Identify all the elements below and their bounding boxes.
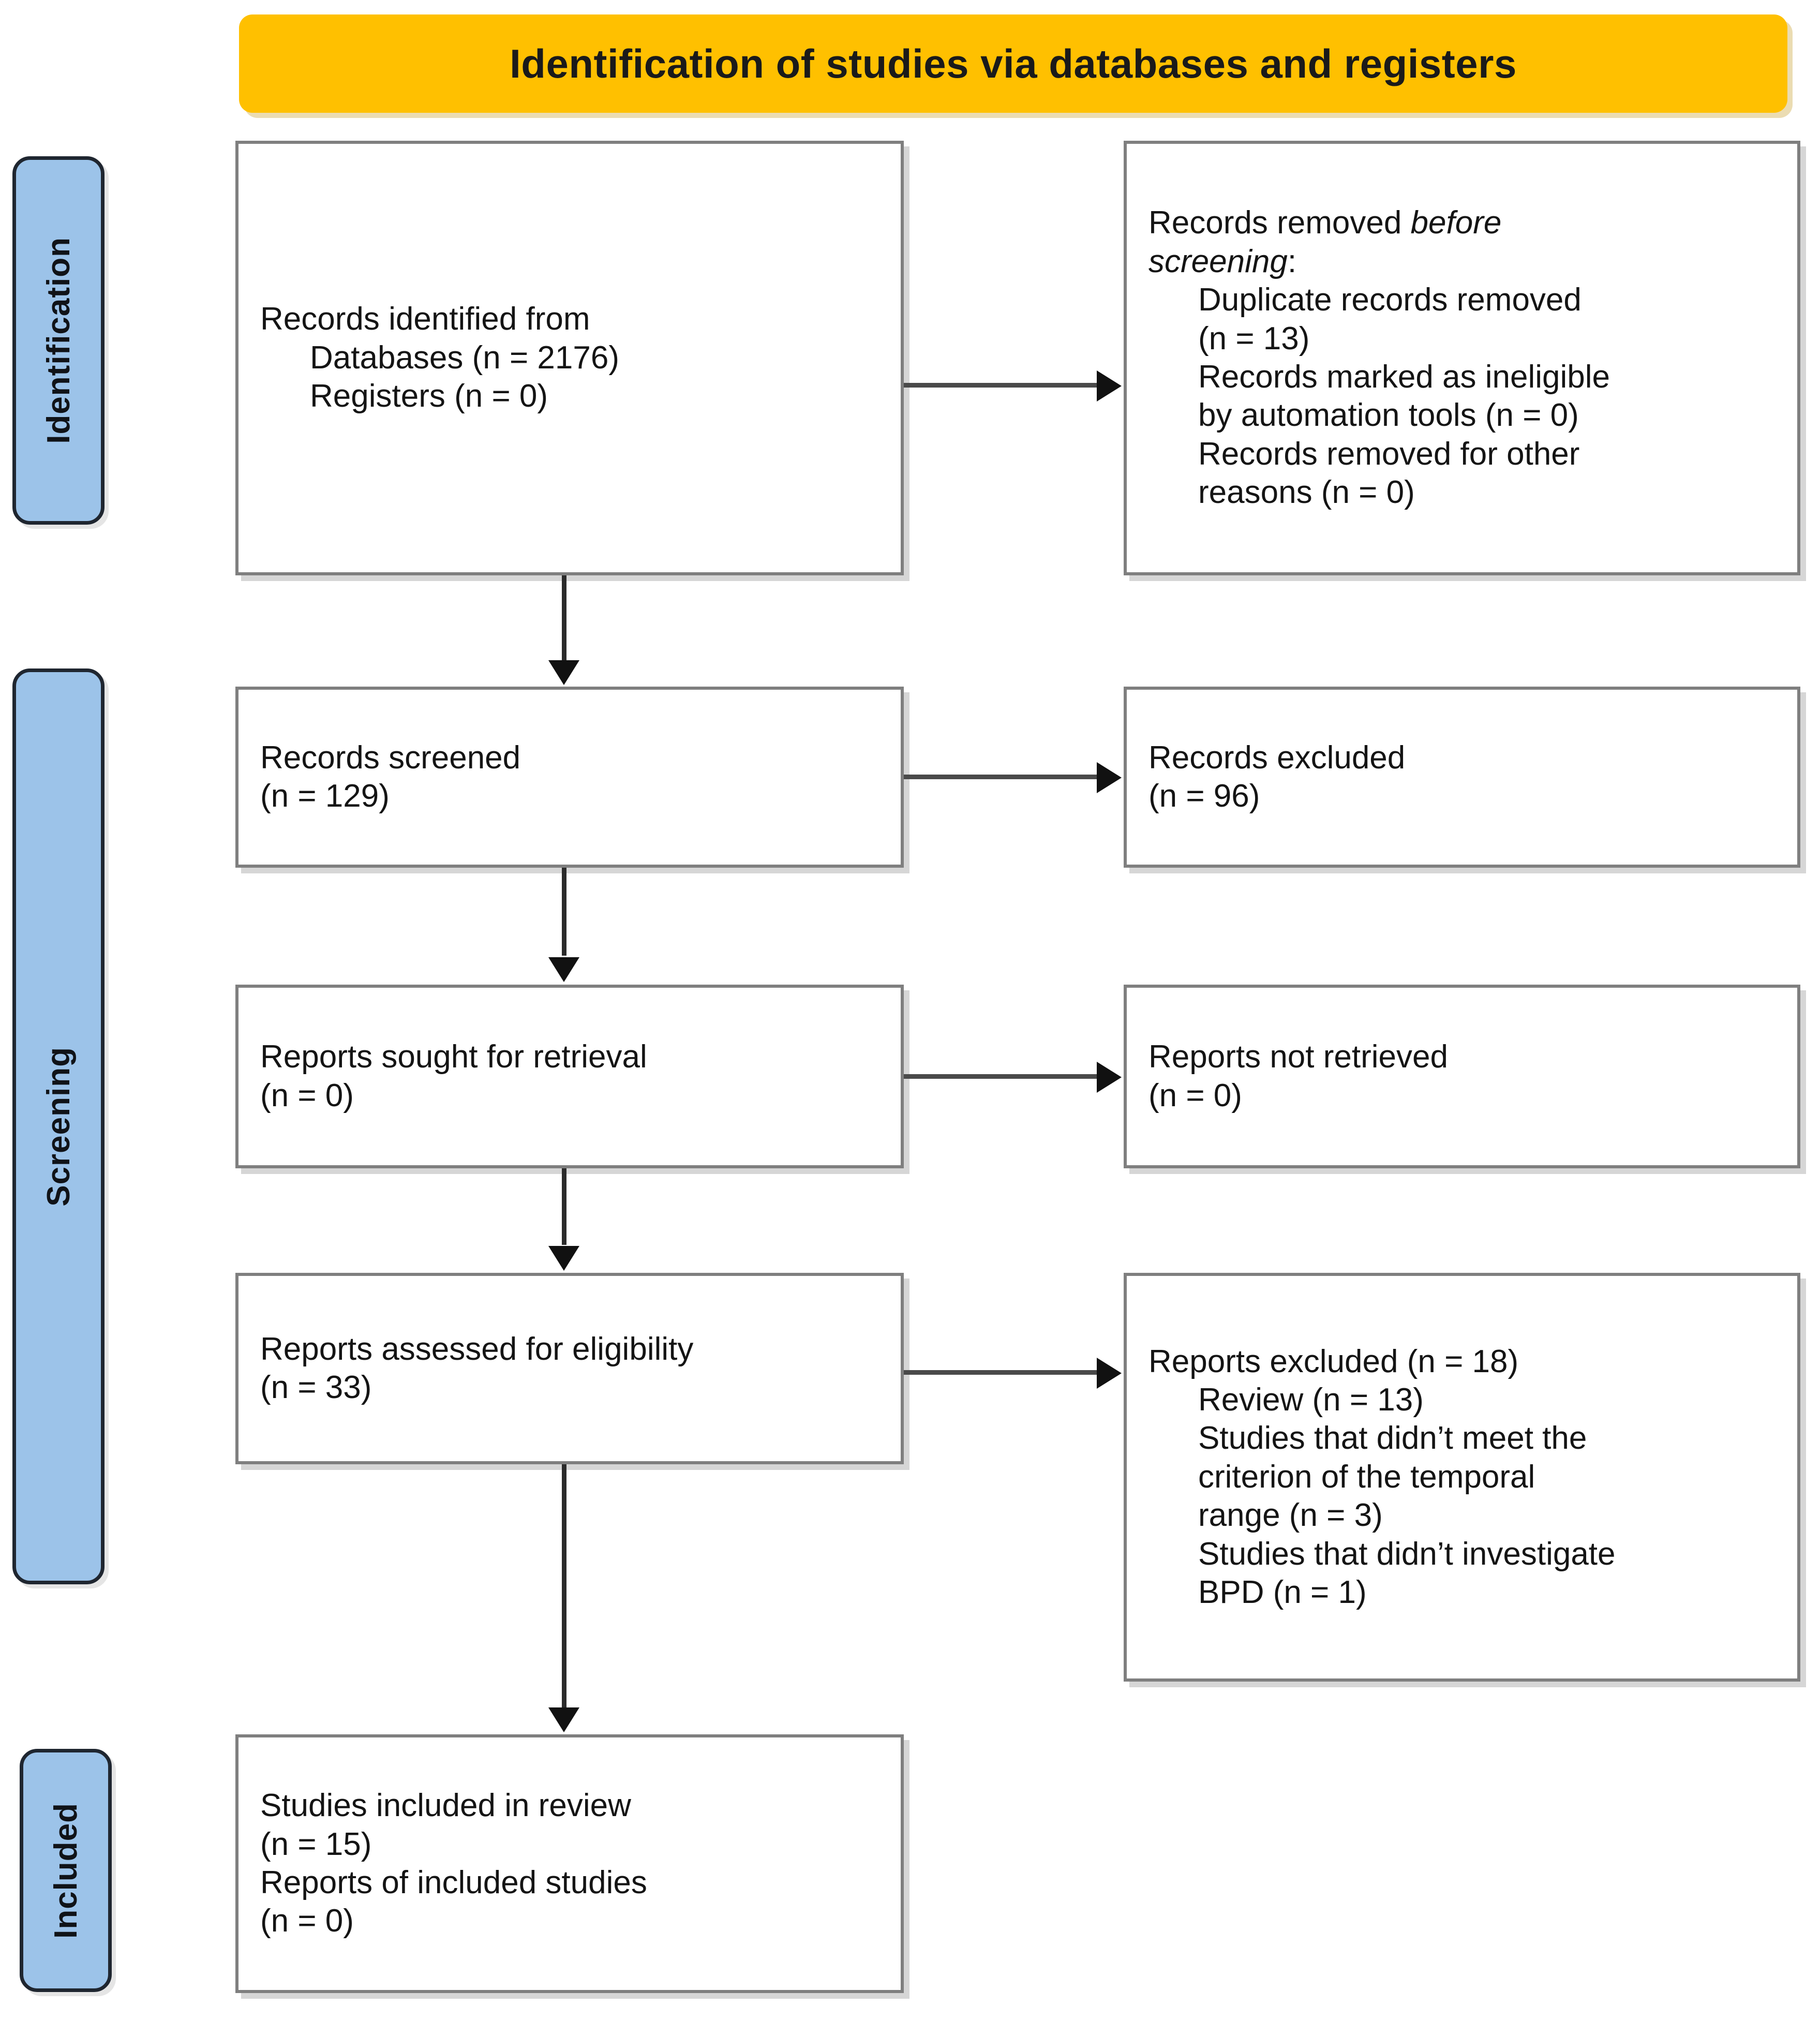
- box-records-identified: Records identified from Databases (n = 2…: [235, 141, 904, 575]
- arrow-right-icon-identified-to-removed: [1097, 370, 1122, 402]
- reports-excluded-temporal-line-1: Studies that didn’t meet the: [1198, 1420, 1587, 1457]
- studies-included-label: Studies included in review: [260, 1788, 631, 1824]
- box-records-removed-before-screening: Records removed before screening: Duplic…: [1124, 141, 1800, 575]
- box-records-excluded: Records excluded (n = 96): [1124, 687, 1800, 868]
- records-removed-heading-line-1: Records removed before: [1148, 204, 1776, 242]
- page-title: Identification of studies via databases …: [510, 40, 1517, 86]
- reports-assessed-label: Reports assessed for eligibility: [260, 1331, 694, 1367]
- arrow-right-icon-assessed-to-reports-excluded: [1097, 1358, 1122, 1389]
- records-removed-ineligible-label: Records marked as ineligible: [1198, 359, 1610, 395]
- records-removed-ineligible-count: by automation tools (n = 0): [1198, 397, 1579, 434]
- stage-label-included-text: Included: [48, 1802, 84, 1939]
- reports-assessed-count: (n = 33): [260, 1370, 372, 1405]
- stage-label-identification: Identification: [12, 156, 105, 525]
- box-records-screened: Records screened (n = 129): [235, 687, 904, 868]
- box-reports-assessed-for-eligibility: Reports assessed for eligibility (n = 33…: [235, 1273, 904, 1464]
- records-removed-heading-line-2: screening:: [1148, 243, 1776, 281]
- records-excluded-count: (n = 96): [1148, 778, 1260, 814]
- records-excluded-label: Records excluded: [1148, 739, 1406, 776]
- reports-sought-label: Reports sought for retrieval: [260, 1039, 647, 1075]
- stage-label-identification-text: Identification: [40, 237, 77, 444]
- records-removed-duplicates-count: (n = 13): [1198, 320, 1310, 356]
- connector-assessed-to-included: [562, 1464, 566, 1707]
- box-reports-not-retrieved: Reports not retrieved (n = 0): [1124, 985, 1800, 1168]
- arrow-right-icon-sought-to-not-retrieved: [1097, 1062, 1122, 1093]
- reports-excluded-review: Review (n = 13): [1198, 1382, 1424, 1418]
- records-screened-count: (n = 129): [260, 778, 390, 814]
- connector-assessed-to-reports-excluded: [904, 1370, 1100, 1375]
- reports-of-included-studies-count: (n = 0): [260, 1903, 354, 1939]
- arrow-down-icon-sought-to-assessed: [548, 1246, 579, 1271]
- records-removed-heading-prefix: Records removed: [1148, 205, 1411, 241]
- records-removed-other-count: reasons (n = 0): [1198, 474, 1415, 511]
- records-removed-duplicates-label: Duplicate records removed: [1198, 282, 1582, 318]
- records-identified-registers: Registers (n = 0): [310, 378, 548, 414]
- arrow-down-icon-assessed-to-included: [548, 1707, 579, 1732]
- records-identified-line-1: Records identified from: [260, 301, 590, 337]
- connector-identified-to-removed: [904, 383, 1100, 388]
- records-removed-heading-colon: :: [1287, 243, 1297, 279]
- studies-included-count: (n = 15): [260, 1826, 372, 1862]
- connector-screened-to-sought: [562, 868, 566, 956]
- records-removed-other-label: Records removed for other: [1198, 436, 1580, 472]
- records-removed-heading-emphasis: before: [1410, 205, 1502, 241]
- reports-sought-count: (n = 0): [260, 1077, 354, 1113]
- arrow-down-icon-screened-to-sought: [548, 957, 579, 982]
- box-studies-included-in-review: Studies included in review (n = 15) Repo…: [235, 1734, 904, 1993]
- arrow-down-icon-identified-to-screened: [548, 660, 579, 685]
- stage-label-included: Included: [20, 1749, 112, 1992]
- reports-not-retrieved-label: Reports not retrieved: [1148, 1039, 1448, 1075]
- connector-sought-to-not-retrieved: [904, 1074, 1100, 1079]
- box-reports-sought-for-retrieval: Reports sought for retrieval (n = 0): [235, 985, 904, 1168]
- reports-of-included-studies-label: Reports of included studies: [260, 1865, 647, 1900]
- connector-identified-to-screened: [562, 575, 566, 662]
- records-identified-databases: Databases (n = 2176): [310, 339, 619, 376]
- reports-not-retrieved-count: (n = 0): [1148, 1077, 1242, 1113]
- connector-screened-to-records-excluded: [904, 775, 1100, 779]
- reports-excluded-bpd-line-1: Studies that didn’t investigate: [1198, 1536, 1616, 1572]
- diagram-header-banner: Identification of studies via databases …: [239, 14, 1787, 113]
- box-reports-excluded: Reports excluded (n = 18) Review (n = 13…: [1124, 1273, 1800, 1682]
- stage-label-screening: Screening: [12, 668, 105, 1584]
- records-screened-label: Records screened: [260, 739, 521, 776]
- reports-excluded-temporal-line-2: criterion of the temporal: [1198, 1459, 1535, 1495]
- connector-sought-to-assessed: [562, 1168, 566, 1245]
- reports-excluded-temporal-line-3: range (n = 3): [1198, 1497, 1383, 1534]
- stage-label-screening-text: Screening: [40, 1046, 77, 1207]
- arrow-right-icon-screened-to-records-excluded: [1097, 762, 1122, 793]
- reports-excluded-heading: Reports excluded (n = 18): [1148, 1343, 1519, 1379]
- reports-excluded-bpd-line-2: BPD (n = 1): [1198, 1574, 1367, 1610]
- records-removed-heading-emphasis-2: screening: [1148, 243, 1288, 279]
